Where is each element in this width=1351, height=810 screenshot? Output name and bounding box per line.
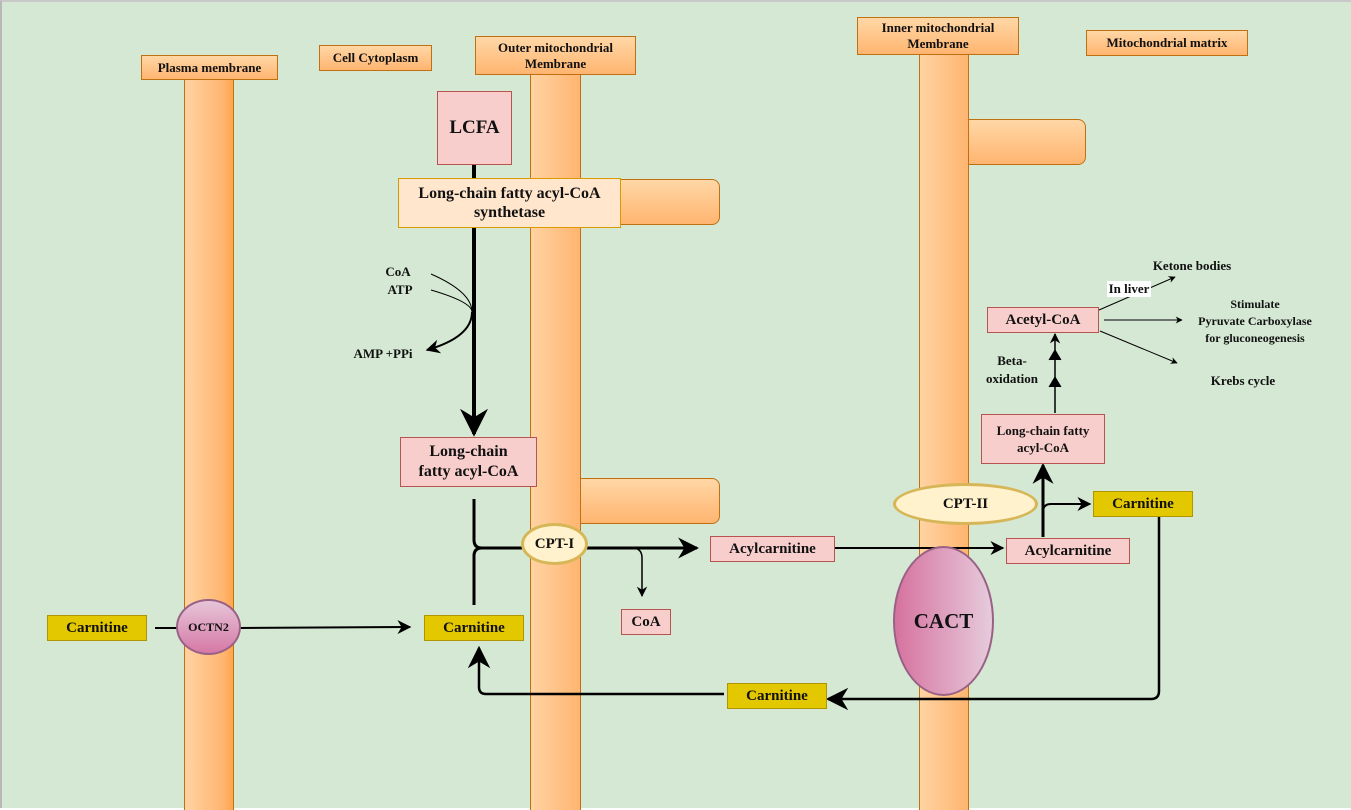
arrow-matrix-carnitine-return xyxy=(825,517,1161,711)
beta-oxidation-label: Beta- oxidation xyxy=(985,353,1038,386)
carnitine-extracellular-node: Carnitine xyxy=(47,615,147,641)
plasma-membrane-bar xyxy=(184,80,234,810)
octn2-transporter: OCTN2 xyxy=(176,599,241,655)
lcfa-node: LCFA xyxy=(437,91,512,165)
arrow-amp-ppi-out xyxy=(425,311,473,354)
cact-transporter: CACT xyxy=(893,546,994,696)
arrow-atp-in xyxy=(430,289,473,313)
arrow-carnitine-return-to-cyto xyxy=(467,645,724,696)
synthetase-node: Long-chain fatty acyl-CoA synthetase xyxy=(398,178,621,228)
amp-ppi-label: AMP +PPi xyxy=(353,346,413,361)
cpt1-enzyme: CPT-I xyxy=(521,523,588,565)
arrow-coa-in xyxy=(430,273,473,313)
outer-membrane-tab-lower xyxy=(580,478,720,524)
outer-membrane-label: Outer mitochondrial Membrane xyxy=(475,36,636,75)
acylcarnitine-ims-node: Acylcarnitine xyxy=(710,536,835,562)
cell-cytoplasm-label: Cell Cytoplasm xyxy=(319,45,432,71)
carnitine-cyto-node: Carnitine xyxy=(424,615,524,641)
plasma-membrane-label: Plasma membrane xyxy=(141,55,278,80)
arrow-carnitine-to-cpt1 xyxy=(472,546,483,605)
arrow-octn2-to-carnitine xyxy=(239,620,412,635)
arrow-cpt2-to-carnitine xyxy=(1042,497,1092,513)
lcfa-coa-matrix-node: Long-chain fatty acyl-CoA xyxy=(981,414,1105,464)
pyruvate-carboxylase-label: Stimulate Pyruvate Carboxylase for gluco… xyxy=(1198,297,1312,345)
arrow-beta-oxidation-chevron-2 xyxy=(1048,349,1062,361)
arrow-acyl-coa-to-cpt1 xyxy=(472,499,522,550)
cpt2-enzyme: CPT-II xyxy=(893,483,1038,525)
mitochondrial-matrix-label: Mitochondrial matrix xyxy=(1086,30,1248,56)
lcfa-coa-cyto-node: Long-chain fatty acyl-CoA xyxy=(400,437,537,487)
carnitine-return-node: Carnitine xyxy=(727,683,827,709)
coa-input-label: CoA xyxy=(385,264,411,279)
carnitine-matrix-node: Carnitine xyxy=(1093,491,1193,517)
arrow-cpt1-to-coa xyxy=(631,547,648,598)
ketone-bodies-label: Ketone bodies xyxy=(1152,258,1232,273)
krebs-cycle-label: Krebs cycle xyxy=(1210,373,1276,388)
coa-released-node: CoA xyxy=(621,609,671,635)
arrow-to-krebs xyxy=(1099,330,1178,364)
acetyl-coa-node: Acetyl-CoA xyxy=(987,307,1099,333)
acylcarnitine-matrix-node: Acylcarnitine xyxy=(1006,538,1130,564)
atp-input-label: ATP xyxy=(387,282,413,297)
inner-membrane-label: Inner mitochondrial Membrane xyxy=(857,17,1019,55)
inner-membrane-tab xyxy=(968,119,1086,165)
in-liver-label: In liver xyxy=(1107,281,1151,297)
arrow-beta-oxidation-chevron-1 xyxy=(1048,376,1062,388)
